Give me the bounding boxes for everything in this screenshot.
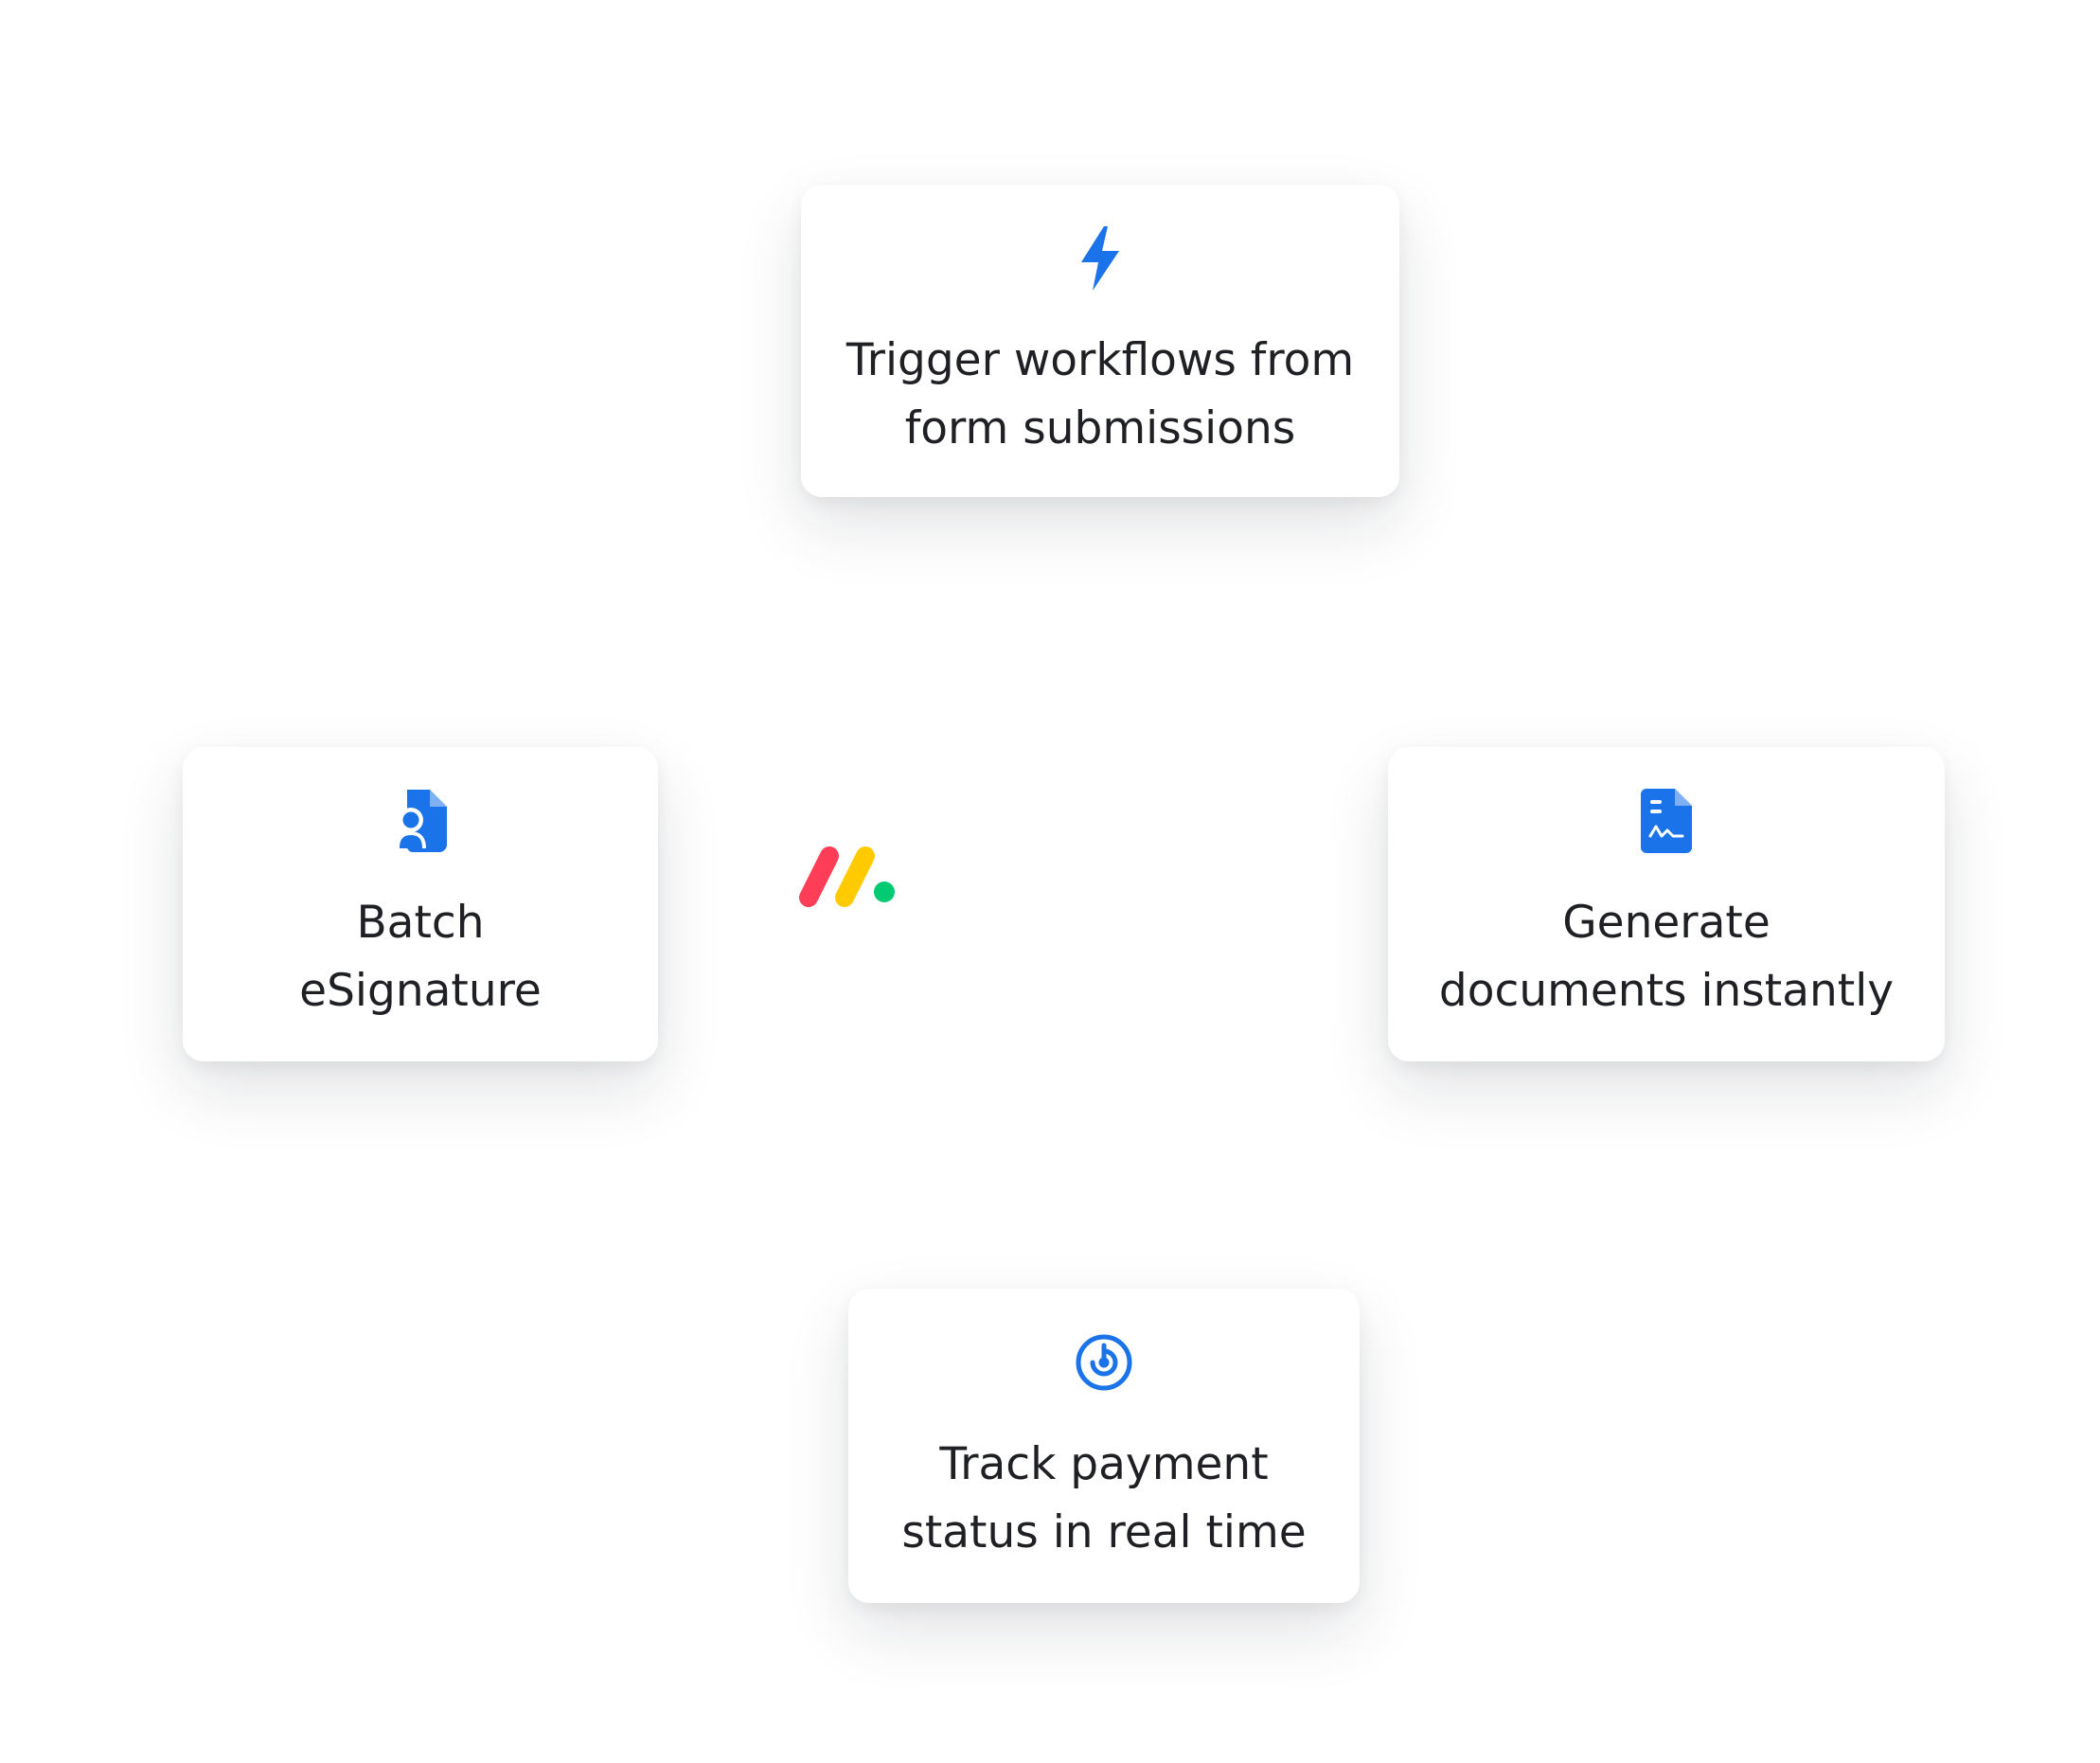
card-label-line1: Generate <box>1562 897 1771 949</box>
feature-card-batch-esignature: Batch eSignature <box>183 747 658 1061</box>
card-label-line2: status in real time <box>901 1506 1307 1558</box>
card-label: Batch eSignature <box>299 889 542 1025</box>
document-signature-icon <box>1628 783 1704 859</box>
card-label-line2: eSignature <box>299 965 542 1017</box>
monday-logo-icon <box>795 843 899 909</box>
card-label: Generate documents instantly <box>1439 889 1894 1025</box>
card-label: Track payment status in real time <box>901 1431 1306 1567</box>
radar-tracking-icon <box>1066 1325 1142 1400</box>
card-label-line2: form submissions <box>904 402 1296 454</box>
feature-card-track-payment: Track payment status in real time <box>848 1289 1360 1603</box>
card-label: Trigger workflows from form submissions <box>846 327 1354 463</box>
card-label-line1: Batch <box>356 897 485 949</box>
card-label-line1: Track payment <box>939 1438 1269 1490</box>
feature-card-trigger-workflows: Trigger workflows from form submissions <box>801 185 1399 497</box>
card-label-line2: documents instantly <box>1438 965 1895 1017</box>
document-person-icon <box>383 783 458 859</box>
lightning-bolt-icon <box>1062 221 1138 296</box>
card-label-line1: Trigger workflows from <box>845 334 1355 386</box>
feature-card-generate-documents: Generate documents instantly <box>1388 747 1945 1061</box>
